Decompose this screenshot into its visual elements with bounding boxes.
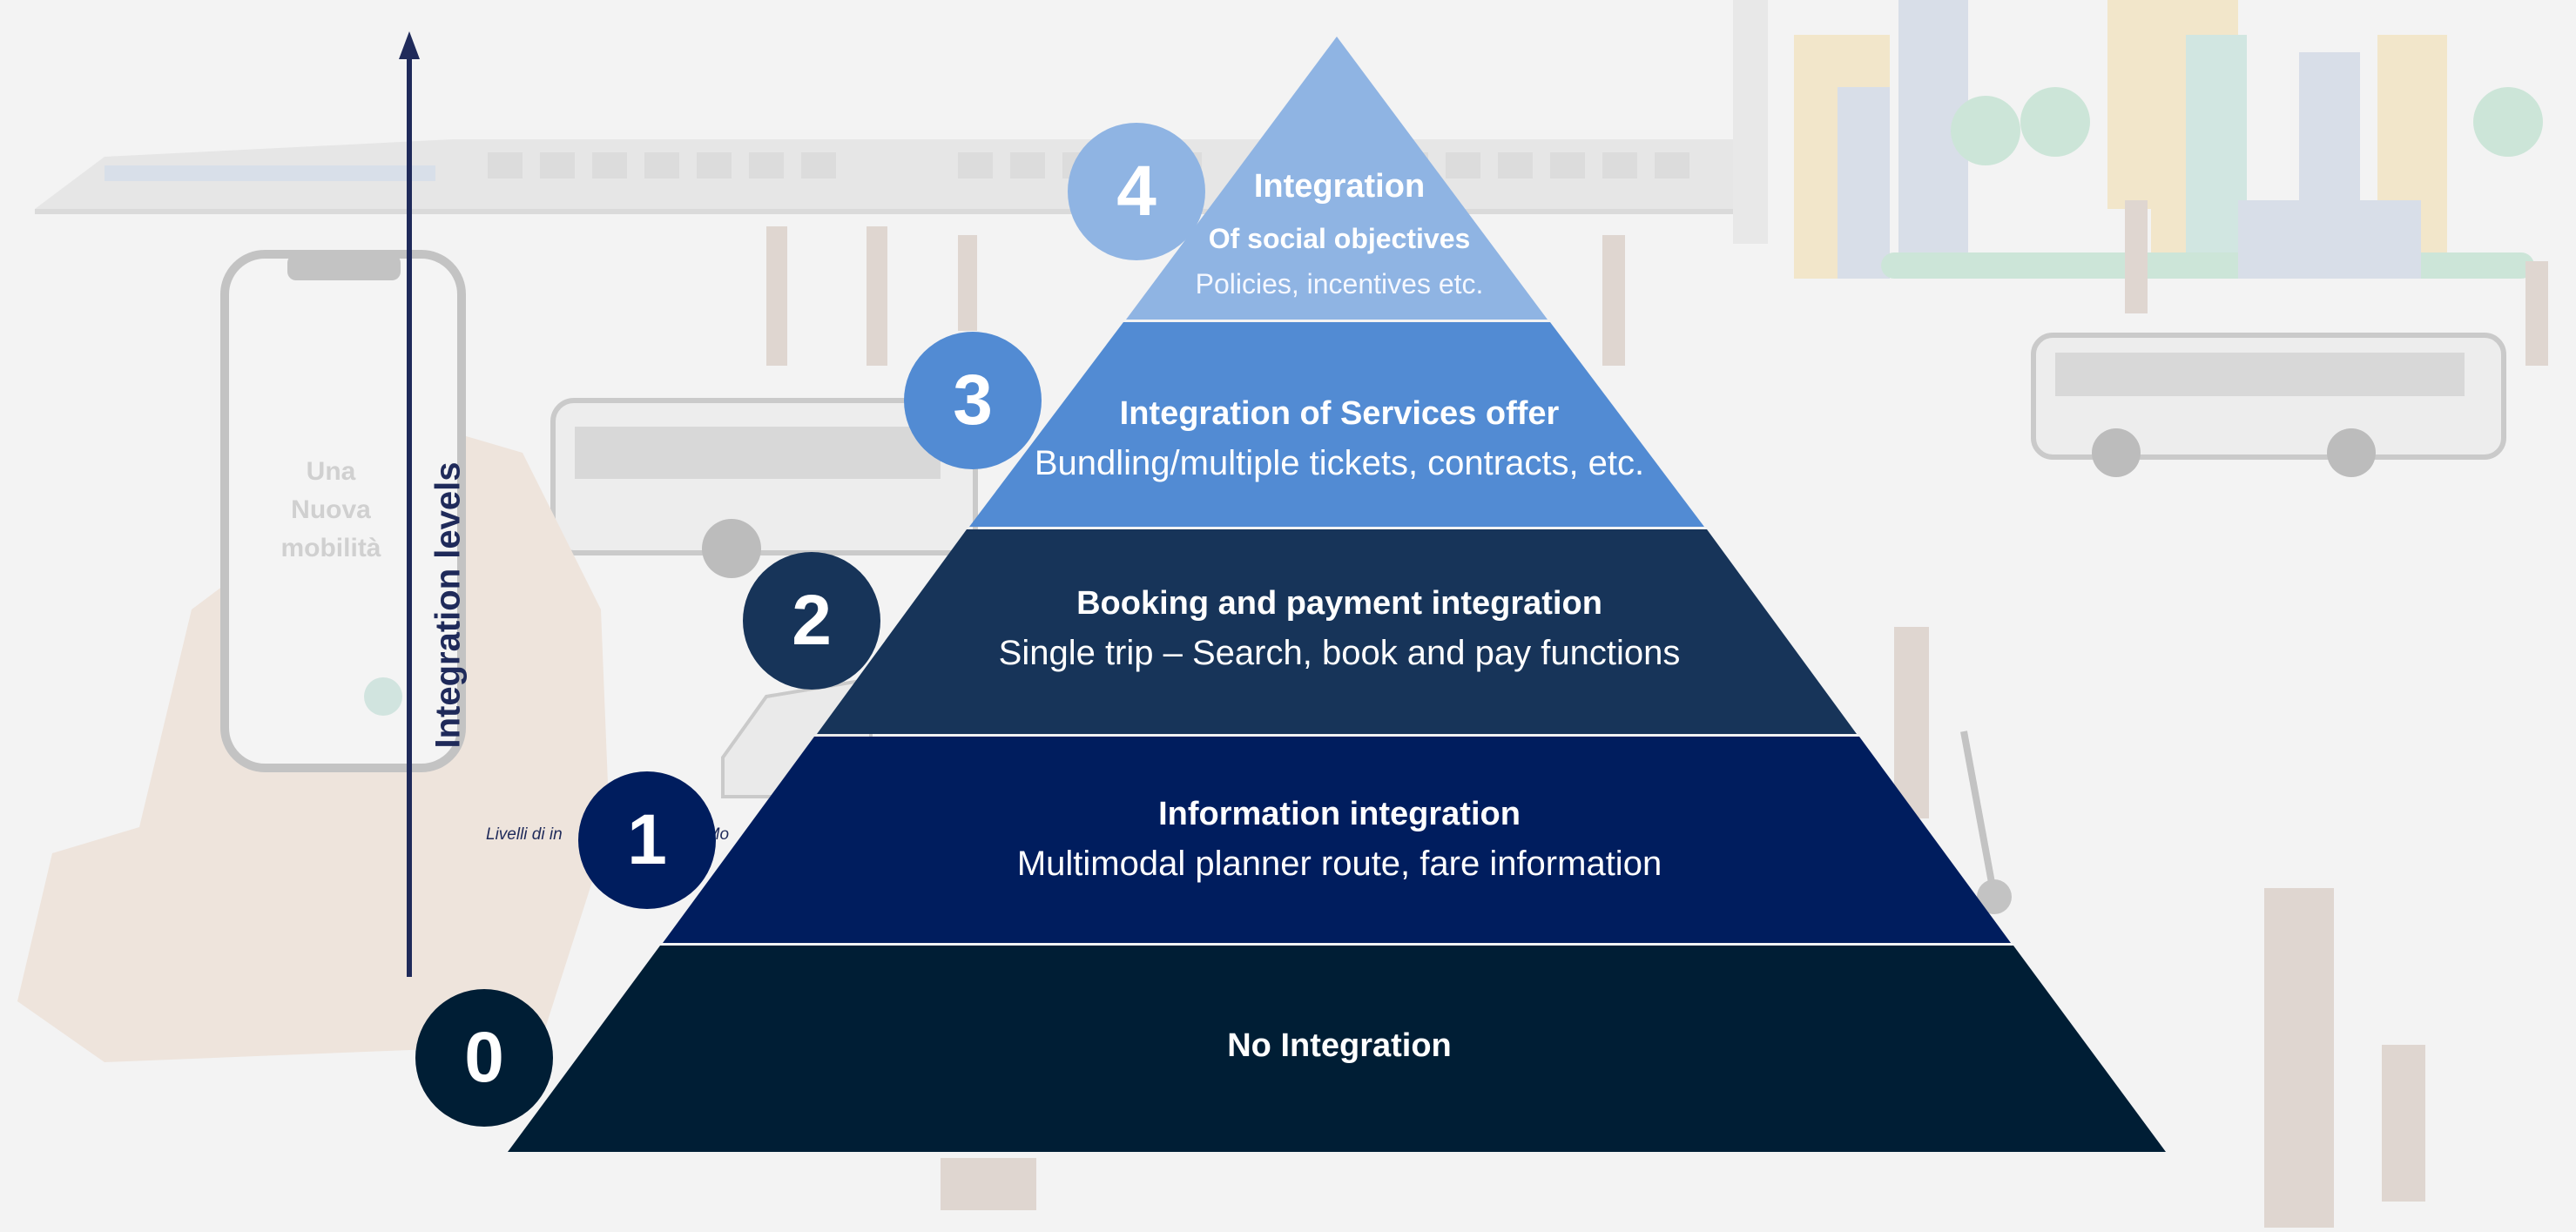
pyramid-tier-4 [1126, 37, 1548, 320]
level-3-badge: 3 [904, 332, 1042, 469]
level-3-text: Integration of Services offer Bundling/m… [1035, 388, 1644, 488]
axis-arrow-icon [399, 31, 420, 59]
level-4-subtitle: Policies, incentives etc. [1195, 268, 1484, 300]
level-1-badge: 1 [578, 771, 716, 909]
level-0-badge: 0 [415, 989, 553, 1127]
level-2-title: Booking and payment integration [1076, 585, 1602, 622]
level-4-badge: 4 [1068, 123, 1205, 260]
pyramid-tier-3 [969, 322, 1704, 527]
level-2-subtitle: Single trip – Search, book and pay funct… [998, 634, 1681, 672]
city-illustration [1733, 0, 2543, 279]
level-4-subtitle-bold: Of social objectives [1208, 223, 1471, 254]
bus-illustration [550, 333, 2506, 578]
level-3-title: Integration of Services offer [1119, 395, 1560, 432]
level-4-title: Integration [1253, 168, 1426, 205]
pyramid-tier-2 [817, 529, 1857, 734]
hand-phone-illustration [17, 250, 610, 1062]
level-3-subtitle: Bundling/multiple tickets, contracts, et… [1034, 444, 1645, 482]
pyramid-tier-0 [508, 946, 2166, 1152]
level-0-title: No Integration [1227, 1027, 1452, 1064]
level-0-text: No Integration [1227, 1020, 1452, 1071]
people-illustration [766, 200, 2548, 1228]
caption-fragment-left: Livelli di in [486, 825, 563, 844]
integration-axis [399, 31, 420, 977]
level-1-subtitle: Multimodal planner route, fare informati… [1016, 845, 1662, 883]
phone-screen-text: Una Nuova mobilità [280, 457, 381, 562]
level-2-text: Booking and payment integration Single t… [999, 578, 1681, 677]
level-4-text: Integration Of social objectives Policie… [1196, 157, 1484, 306]
level-1-text: Information integration Multimodal plann… [1017, 789, 1662, 888]
level-1-title: Information integration [1158, 796, 1521, 832]
pyramid-tier-1 [663, 737, 2011, 943]
level-2-badge: 2 [743, 552, 880, 690]
axis-label: Integration levels [428, 461, 468, 749]
